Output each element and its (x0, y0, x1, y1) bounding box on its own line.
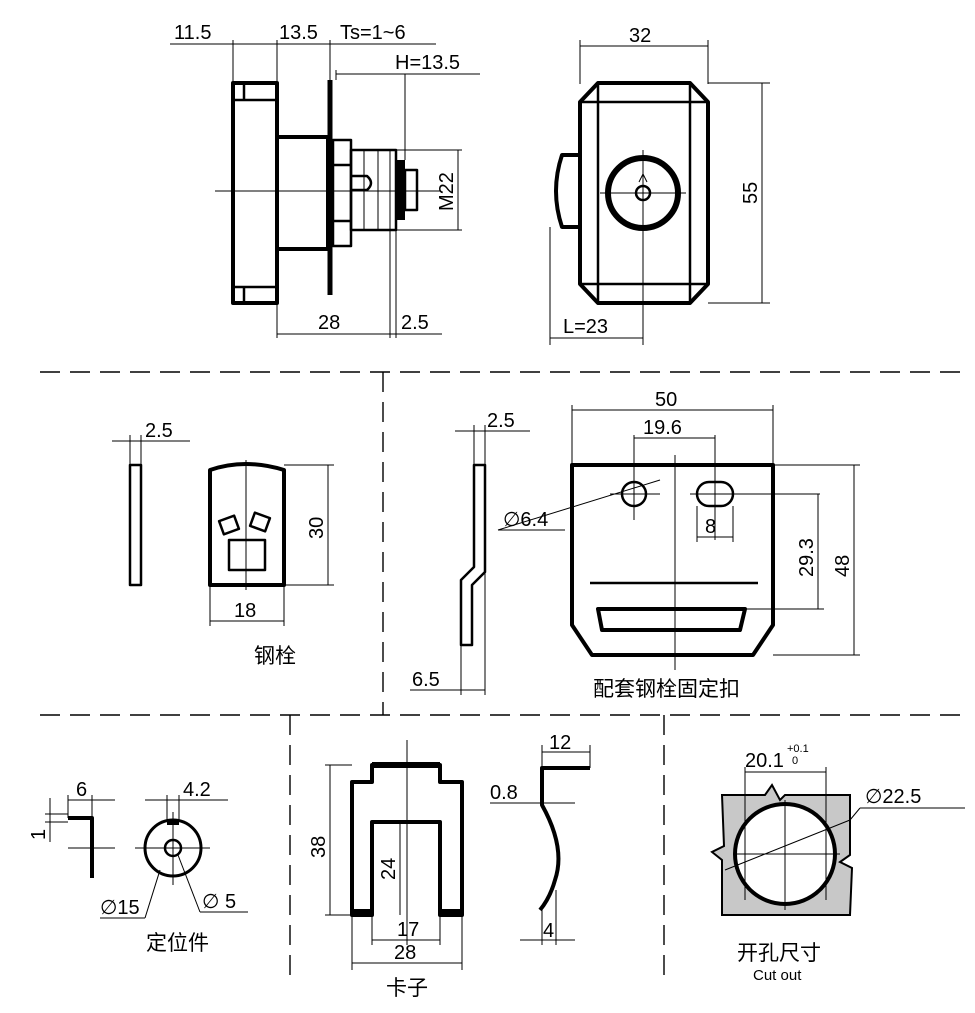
locator-dim-15: ∅15 (100, 897, 140, 919)
dim-ts: Ts=1~6 (340, 22, 406, 44)
keeper-dim-2-5: 2.5 (487, 410, 515, 432)
keeper-dim-48: 48 (832, 555, 854, 577)
clip-dim-38: 38 (308, 836, 330, 858)
dim-13-5: 13.5 (279, 22, 318, 44)
bolt-dim-18: 18 (234, 600, 256, 622)
spring-clip: 38 24 17 28 卡子 12 0.8 4 (308, 732, 591, 1000)
locator-dim-1: 1 (28, 829, 50, 840)
locator-label: 定位件 (146, 931, 209, 955)
cutout-tol-lower: 0 (792, 755, 798, 767)
keeper-label: 配套钢栓固定扣 (593, 677, 740, 701)
locator-dim-5: ∅ 5 (202, 891, 236, 913)
cutout-label-cn: 开孔尺寸 (737, 941, 821, 965)
dim-h: H=13.5 (395, 52, 460, 74)
dim-11-5: 11.5 (174, 22, 211, 44)
keeper-dim-50: 50 (655, 389, 677, 411)
clip-dim-24: 24 (378, 858, 400, 880)
dim-m22: M22 (436, 172, 458, 211)
steel-bolt: 2.5 30 18 钢栓 (112, 420, 334, 668)
lock-front-view: 32 55 L=23 (549, 25, 770, 345)
keeper-dim-29-3: 29.3 (796, 538, 818, 577)
keeper-dim-19-6: 19.6 (643, 417, 682, 439)
clip-dim-17: 17 (397, 919, 419, 941)
cutout-dim-20-1: 20.1 (745, 750, 784, 772)
clip-dim-4: 4 (543, 920, 554, 942)
dim-2-5: 2.5 (401, 312, 429, 334)
clip-label: 卡子 (386, 976, 428, 1000)
locator-dim-6: 6 (76, 779, 87, 801)
dim-28: 28 (318, 312, 340, 334)
bolt-dim-30: 30 (306, 517, 328, 539)
dim-l: L=23 (563, 316, 608, 338)
cutout-dia: ∅22.5 (865, 786, 921, 808)
dim-32: 32 (629, 25, 651, 47)
bolt-keeper: 2.5 6.5 50 19.6 ∅6.4 8 29.3 48 配 (410, 389, 860, 701)
clip-dim-0-8: 0.8 (490, 782, 518, 804)
bolt-label: 钢栓 (254, 644, 296, 668)
cutout: 20.1 +0.1 0 ∅22.5 开孔尺寸 Cut out (710, 743, 965, 984)
bolt-dim-2-5: 2.5 (145, 420, 173, 442)
cutout-label-en: Cut out (753, 967, 802, 984)
locator-dim-4-2: 4.2 (183, 779, 211, 801)
dim-55: 55 (740, 182, 762, 204)
keeper-hole-dia: ∅6.4 (503, 509, 548, 531)
clip-dim-28: 28 (394, 942, 416, 964)
section-dividers (40, 371, 960, 975)
clip-dim-12: 12 (549, 732, 571, 754)
lock-side-view: 11.5 13.5 Ts=1~6 H=13.5 M22 28 2.5 (170, 22, 480, 338)
keeper-dim-6-5: 6.5 (412, 669, 440, 691)
cutout-tol-upper: +0.1 (787, 743, 809, 755)
locator: 6 1 4.2 ∅15 ∅ 5 定位件 (28, 779, 248, 955)
keeper-dim-8: 8 (705, 516, 716, 538)
